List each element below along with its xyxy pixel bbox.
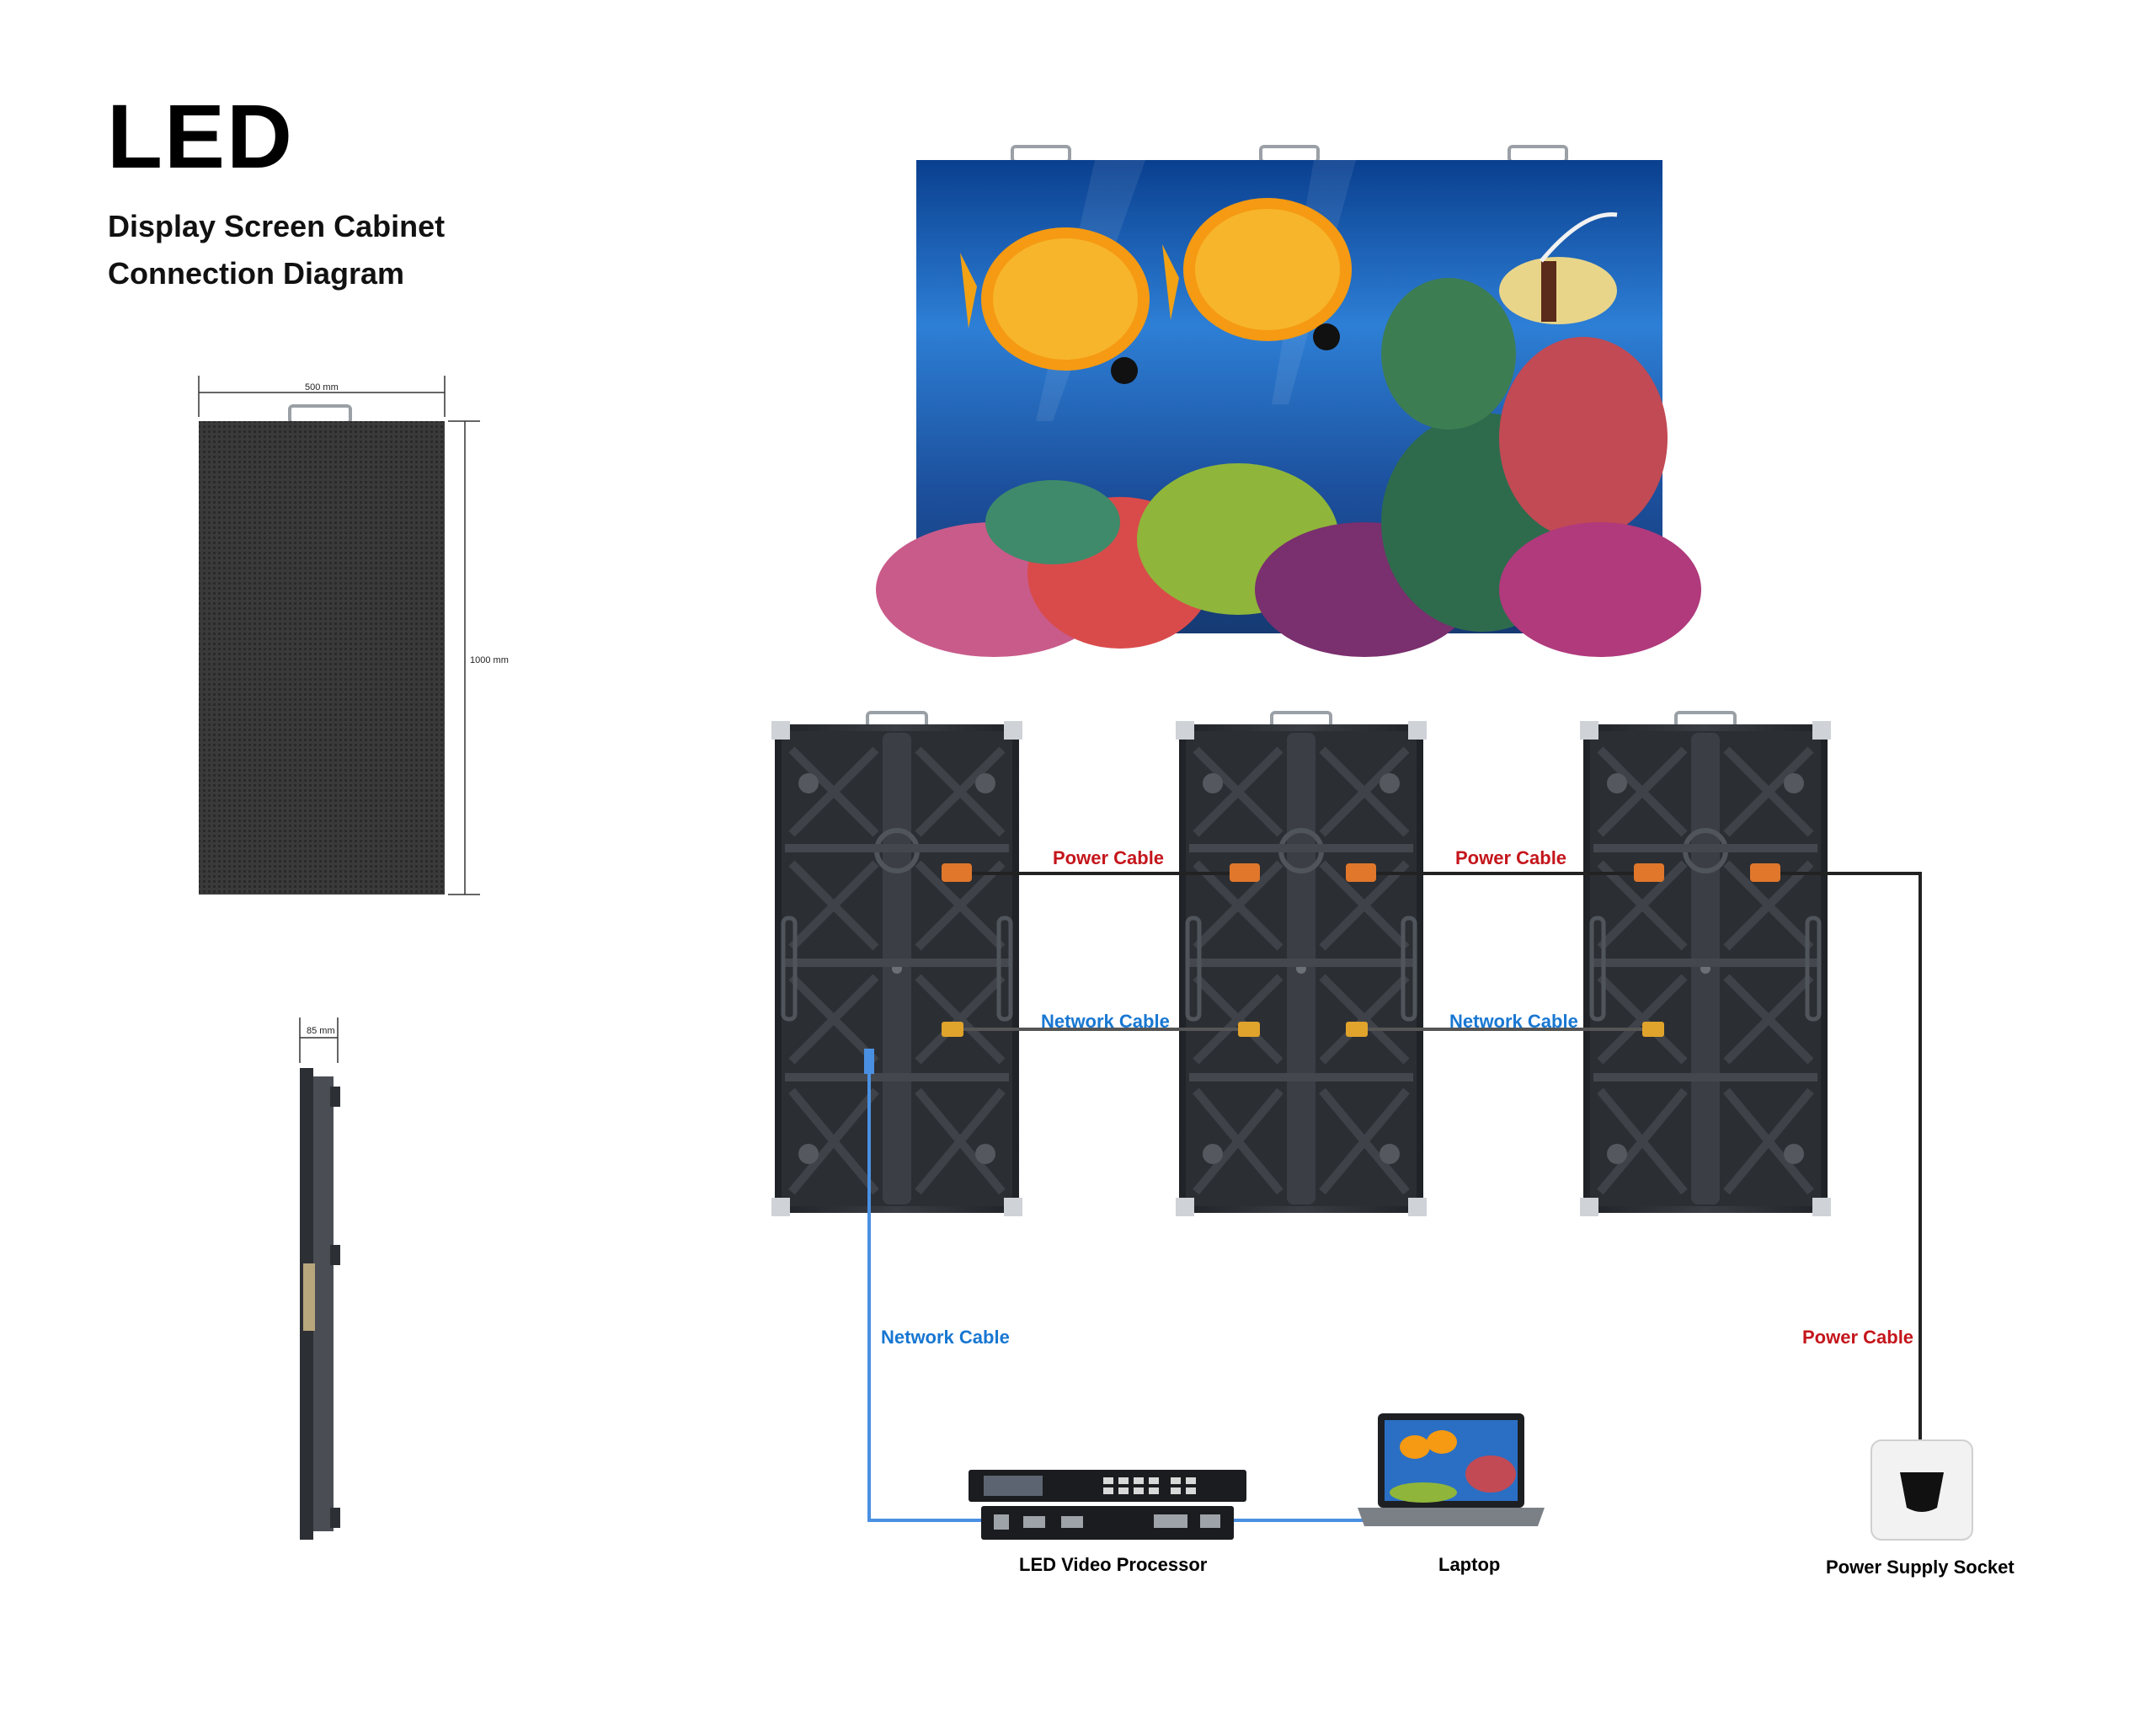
height-dimension-line (448, 420, 480, 895)
subtitle-line-2: Connection Diagram (108, 256, 405, 291)
subtitle-line-1: Display Screen Cabinet (108, 209, 446, 243)
front-view-cabinet (199, 404, 445, 895)
power-cable-label-2: Power Cable (1455, 847, 1567, 868)
laptop-device (1358, 1413, 1545, 1526)
laptop-label: Laptop (1438, 1554, 1501, 1575)
processor-label: LED Video Processor (1019, 1554, 1208, 1575)
network-cable-label-1: Network Cable (1041, 1011, 1170, 1032)
power-connectors (942, 863, 1780, 882)
width-dimension-line (198, 376, 446, 417)
page-title: LED (107, 85, 294, 187)
cabinet-1 (771, 713, 1022, 1216)
socket-label: Power Supply Socket (1826, 1557, 2015, 1578)
side-view-cabinet (300, 1068, 340, 1540)
width-dimension-label: 500 mm (305, 382, 339, 393)
network-cable-label-3: Network Cable (881, 1327, 1010, 1348)
led-screen-handles (1011, 145, 1568, 163)
video-processor (969, 1470, 1246, 1540)
power-cable-label-3: Power Cable (1802, 1327, 1914, 1348)
power-socket (1870, 1439, 1973, 1541)
led-screen-display (876, 160, 1701, 657)
power-cable-label-1: Power Cable (1053, 847, 1165, 868)
network-connectors (942, 1022, 1664, 1037)
network-plug (864, 1049, 874, 1074)
depth-dimension-label: 85 mm (307, 1026, 335, 1036)
power-cable-lines (952, 872, 1922, 1449)
fish-1 (960, 227, 1150, 384)
cabinet-2 (1176, 713, 1427, 1216)
height-dimension-label: 1000 mm (470, 655, 509, 665)
cabinet-3 (1580, 713, 1831, 1216)
fish-2 (1162, 198, 1352, 350)
depth-dimension-line (299, 1017, 339, 1063)
fish-3 (1499, 212, 1618, 324)
network-cable-label-2: Network Cable (1449, 1011, 1578, 1032)
